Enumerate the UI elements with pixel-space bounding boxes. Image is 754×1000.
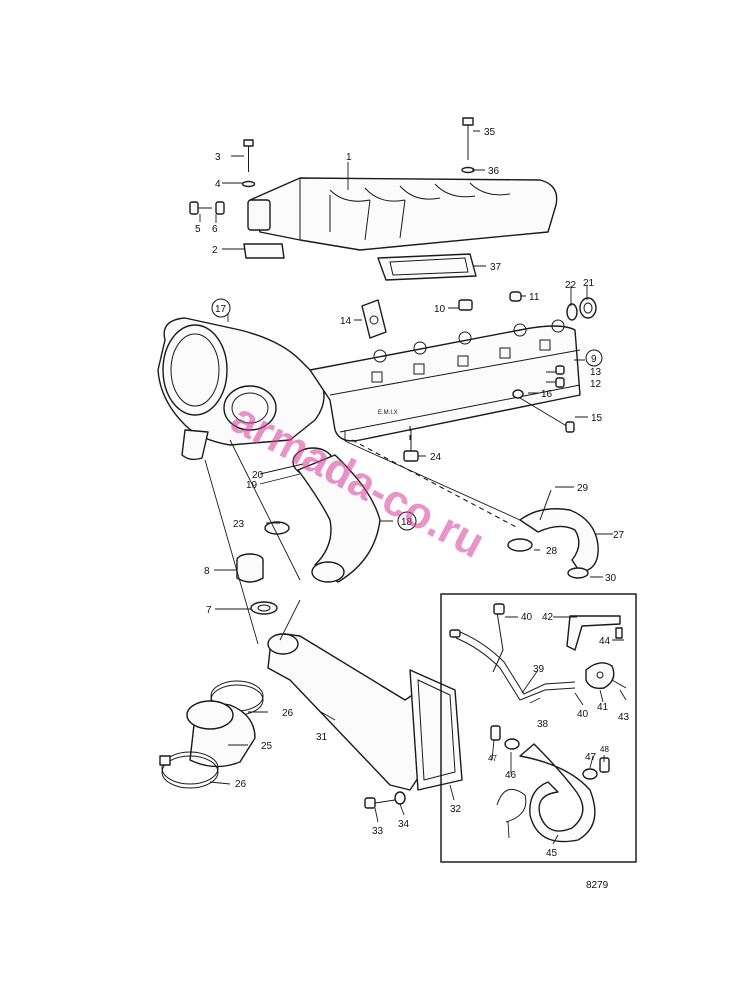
bolt-35 xyxy=(461,117,475,174)
callout-46-right: 47 xyxy=(585,752,597,763)
callout-34: 34 xyxy=(398,819,410,830)
callout-43: 43 xyxy=(618,712,630,723)
callout-19: 19 xyxy=(246,480,258,491)
callout-20: 20 xyxy=(252,470,264,481)
fitting-24 xyxy=(403,430,419,462)
callout-10: 10 xyxy=(434,304,446,315)
bolt-3 xyxy=(241,139,256,188)
intake-manifold xyxy=(247,177,558,251)
callout-22: 22 xyxy=(565,280,577,291)
callout-11: 11 xyxy=(529,292,540,303)
callout-7: 7 xyxy=(206,605,212,616)
callout-39: 39 xyxy=(533,664,545,675)
nut-13-and-12 xyxy=(555,365,565,388)
callout-27: 27 xyxy=(613,530,625,541)
inset-flange-41 xyxy=(585,662,627,690)
callout-38: 38 xyxy=(537,719,549,730)
inset-pipe-38-39 xyxy=(449,603,576,701)
sleeve-8 xyxy=(236,553,264,583)
callout-23: 23 xyxy=(233,519,245,530)
callout-47-left: 47 xyxy=(488,754,497,763)
callout-9: 9 xyxy=(591,354,597,365)
callout-33: 33 xyxy=(372,826,384,837)
exhaust-elbow xyxy=(292,447,381,583)
callout-6: 6 xyxy=(212,224,218,235)
callout-12: 12 xyxy=(590,379,602,390)
bolt-33-washer-34 xyxy=(364,791,406,809)
callout-42: 42 xyxy=(542,612,554,623)
callout-21: 21 xyxy=(583,278,595,289)
manifold-gasket-37 xyxy=(377,253,477,281)
oil-return-pipe xyxy=(507,489,599,579)
callout-47-right: 48 xyxy=(600,745,609,754)
callout-3: 3 xyxy=(215,152,221,163)
callout-16: 16 xyxy=(541,389,553,400)
callout-37: 37 xyxy=(490,262,502,273)
inset-clamp-48 xyxy=(496,788,527,823)
small-gasket-2 xyxy=(243,243,285,259)
plug-10 xyxy=(458,299,473,311)
callout-40-lower: 40 xyxy=(577,709,589,720)
inset-fittings-47-46 xyxy=(490,725,610,780)
callout-2: 2 xyxy=(212,245,218,256)
callout-36: 36 xyxy=(488,166,500,177)
plug-11 xyxy=(509,291,522,302)
callout-29: 29 xyxy=(577,483,589,494)
callout-labels: 1 2 3 4 5 6 7 8 9 10 11 12 13 14 15 16 1… xyxy=(195,127,630,859)
bolt-5-and-nut-6 xyxy=(189,201,225,215)
callout-8: 8 xyxy=(204,566,210,577)
hose-25 xyxy=(186,700,256,768)
callout-40-upper: 40 xyxy=(521,612,533,623)
outlet-elbow-31 xyxy=(267,633,463,791)
callout-4: 4 xyxy=(215,179,221,190)
figure-number: 8279 xyxy=(586,880,609,891)
callout-45: 45 xyxy=(546,848,558,859)
callout-5: 5 xyxy=(195,224,201,235)
inset-frame xyxy=(440,593,637,863)
callout-31: 31 xyxy=(316,732,328,743)
hose-clamp-26-lower xyxy=(159,751,219,789)
callout-26-upper: 26 xyxy=(282,708,294,719)
leader-lines xyxy=(199,130,627,845)
washer-7 xyxy=(250,601,278,615)
manifold-marking: E.M.I.X xyxy=(378,410,398,416)
callout-30: 30 xyxy=(605,573,617,584)
washer-22 xyxy=(566,303,578,321)
callout-35: 35 xyxy=(484,127,496,138)
nipple-21 xyxy=(579,297,597,319)
washer-23 xyxy=(264,521,290,535)
callout-17: 17 xyxy=(215,304,227,315)
callout-25: 25 xyxy=(261,741,273,752)
gasket-14 xyxy=(361,299,387,339)
callout-46-left: 46 xyxy=(505,770,517,781)
callout-26-lower: 26 xyxy=(235,779,247,790)
exhaust-manifold: E.M.I.X xyxy=(309,319,581,442)
callout-18: 18 xyxy=(401,517,413,528)
callout-1: 1 xyxy=(346,152,352,163)
callout-32: 32 xyxy=(450,804,462,815)
callout-13: 13 xyxy=(590,367,602,378)
stud-15-and-nut-16 xyxy=(512,389,575,433)
inset-bracket-42 xyxy=(566,615,623,651)
callout-24: 24 xyxy=(430,452,442,463)
callout-28: 28 xyxy=(546,546,558,557)
callout-14: 14 xyxy=(340,316,352,327)
inset-hose-45 xyxy=(519,743,596,843)
turbocharger xyxy=(157,317,325,461)
callout-15: 15 xyxy=(591,413,603,424)
callout-44: 44 xyxy=(599,636,611,647)
callout-41: 41 xyxy=(597,702,609,713)
